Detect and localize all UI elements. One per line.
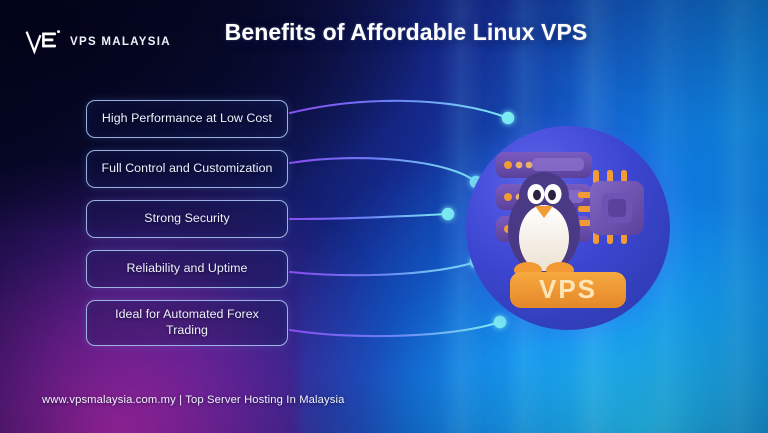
benefit-label: High Performance at Low Cost [101,111,273,126]
illustration-art: VPS [496,152,644,308]
vps-malaysia-logo-icon [25,30,61,55]
page-title: Benefits of Affordable Linux VPS [224,19,588,45]
linux-penguin-tux-icon [508,172,580,278]
footer-text: www.vpsmalaysia.com.my | Top Server Host… [42,394,345,406]
brand-logo-text: VPS MALAYSIA [70,36,171,48]
svg-text:VPS: VPS [539,274,597,304]
benefits-list: High Performance at Low Cost Full Contro… [86,100,288,358]
benefit-label: Full Control and Customization [101,161,273,176]
cpu-chip-icon [578,170,644,244]
benefit-label: Reliability and Uptime [126,261,248,276]
linux-vps-illustration: VPS [466,126,670,330]
benefit-label: Ideal for Automated Forex Trading [115,307,259,337]
benefit-item-reliability-uptime[interactable]: Reliability and Uptime [86,250,288,288]
benefit-item-full-control[interactable]: Full Control and Customization [86,150,288,188]
benefit-item-forex-trading[interactable]: Ideal for Automated Forex Trading [86,300,288,346]
benefit-item-high-performance[interactable]: High Performance at Low Cost [86,100,288,138]
vps-badge: VPS [510,272,626,308]
benefit-label: Strong Security [144,211,230,226]
brand-logo: VPS MALAYSIA [24,27,171,57]
benefit-item-strong-security[interactable]: Strong Security [86,200,288,238]
